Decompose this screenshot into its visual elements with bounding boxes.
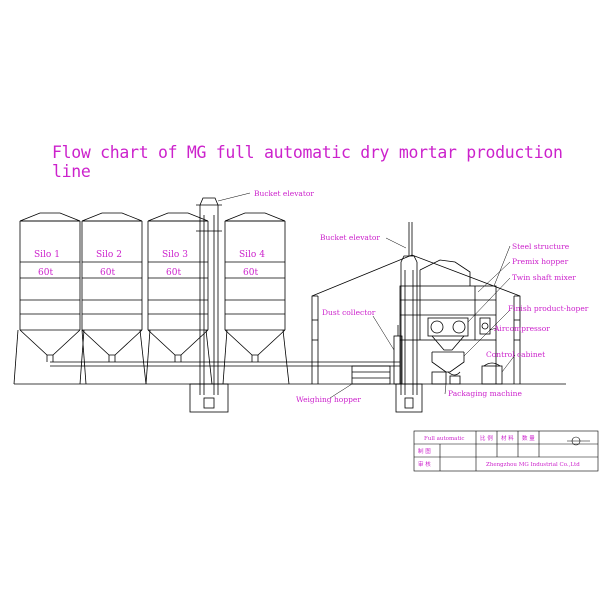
building <box>311 254 521 384</box>
bucket-elevator-2 <box>395 222 423 413</box>
finish-product-hopper <box>431 351 465 376</box>
bucket-elevator-main <box>189 197 229 413</box>
label-premix-hopper: Premix hopper <box>512 257 569 266</box>
silo-1 <box>13 212 87 385</box>
control-cabinet <box>481 362 503 385</box>
title-block-col2: 材 料 <box>501 434 514 442</box>
twin-shaft-mixer <box>427 317 469 351</box>
title-block-row3: 审 核 <box>418 460 431 468</box>
title-block-col3: 数 量 <box>522 434 535 442</box>
packaging-machine <box>431 371 461 385</box>
silo-2-label: Silo 2 <box>96 250 122 260</box>
label-control-cabinet: Control cabinet <box>486 350 545 359</box>
diagram-title: Flow chart of MG full automatic dry mort… <box>52 143 563 181</box>
silo-2-capacity: 60t <box>100 268 115 278</box>
silo-4-capacity: 60t <box>243 268 258 278</box>
silo-3 <box>145 212 213 385</box>
silo-2 <box>79 212 147 385</box>
title-block-col1: 比 例 <box>480 434 493 442</box>
label-bucket-elevator-2: Bucket elevator <box>320 233 380 242</box>
steel-structure <box>399 259 497 384</box>
weighing-hopper <box>351 365 391 385</box>
silo-4-label: Silo 4 <box>239 250 265 260</box>
silo-1-label: Silo 1 <box>34 250 60 260</box>
silo-1-capacity: 60t <box>38 268 53 278</box>
silo-4 <box>222 212 290 385</box>
label-air-compressor: Aircompressor <box>493 324 550 333</box>
label-weighing-hopper: Weighing hopper <box>296 395 361 404</box>
dust-collector <box>393 325 403 385</box>
label-twin-shaft-mixer: Twin shaft mixer <box>512 273 576 282</box>
silo-3-label: Silo 3 <box>162 250 188 260</box>
label-bucket-elevator-main: Bucket elevator <box>254 189 314 198</box>
title-block-company: Zhengzhou MG Industrial Co.,Ltd <box>486 462 580 468</box>
silo-3-capacity: 60t <box>166 268 181 278</box>
label-dust-collector: Dust collector <box>322 308 376 317</box>
title-block-row2: 制 图 <box>418 447 431 455</box>
label-steel-structure: Steel structure <box>512 242 570 251</box>
air-compressor <box>479 317 491 335</box>
label-finish-product-hopper: Finish product-hoper <box>508 304 589 313</box>
label-packaging-machine: Packaging machine <box>448 389 522 398</box>
title-block <box>413 430 599 472</box>
title-block-drawing-name: Full automatic <box>424 436 465 442</box>
